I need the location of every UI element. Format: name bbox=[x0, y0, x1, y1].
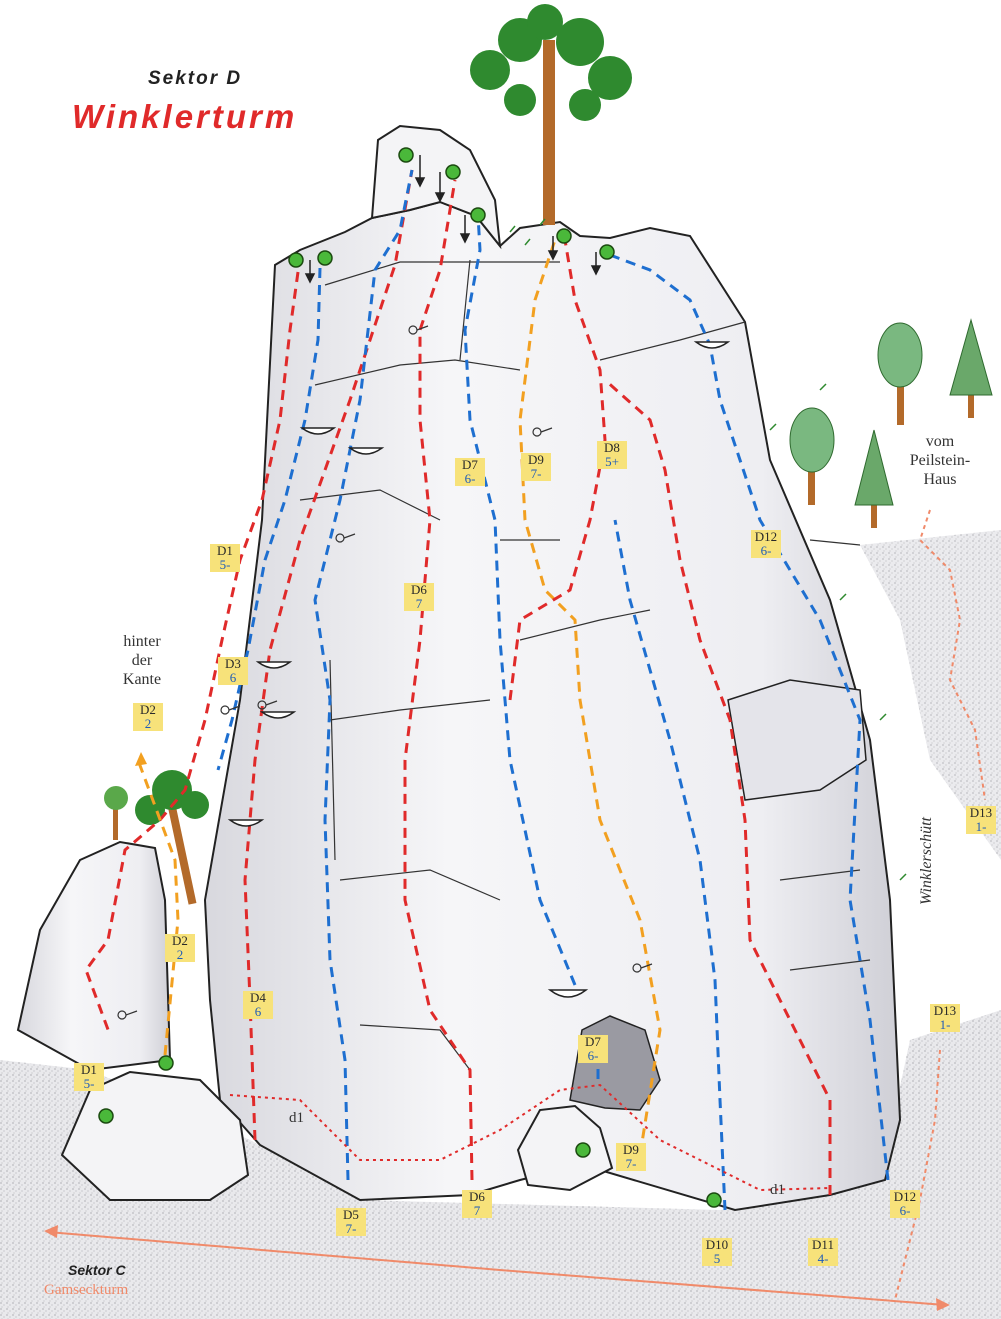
note-behind-edge: hinter der Kante bbox=[112, 632, 172, 689]
tree-icon bbox=[950, 320, 992, 418]
tree-icon bbox=[878, 323, 922, 425]
tree-icon bbox=[104, 786, 128, 840]
sector-title: Sektor D bbox=[148, 68, 242, 90]
tree-icon bbox=[855, 430, 893, 528]
left-pillar bbox=[18, 842, 170, 1070]
neighbour-crag-label[interactable]: Gamseckturm bbox=[44, 1282, 128, 1299]
tree-icon bbox=[790, 408, 834, 505]
tree-icon bbox=[470, 4, 632, 225]
sector-c-label: Sektor C bbox=[68, 1262, 126, 1278]
crag-title: Winklerturm bbox=[72, 98, 297, 136]
scree-label: Winklerschütt bbox=[918, 817, 936, 905]
arrow-icon bbox=[135, 752, 147, 766]
variant-label: d1 bbox=[289, 1110, 304, 1127]
variant-label: d1 bbox=[770, 1182, 785, 1199]
note-approach: vom Peilstein- Haus bbox=[900, 432, 980, 489]
